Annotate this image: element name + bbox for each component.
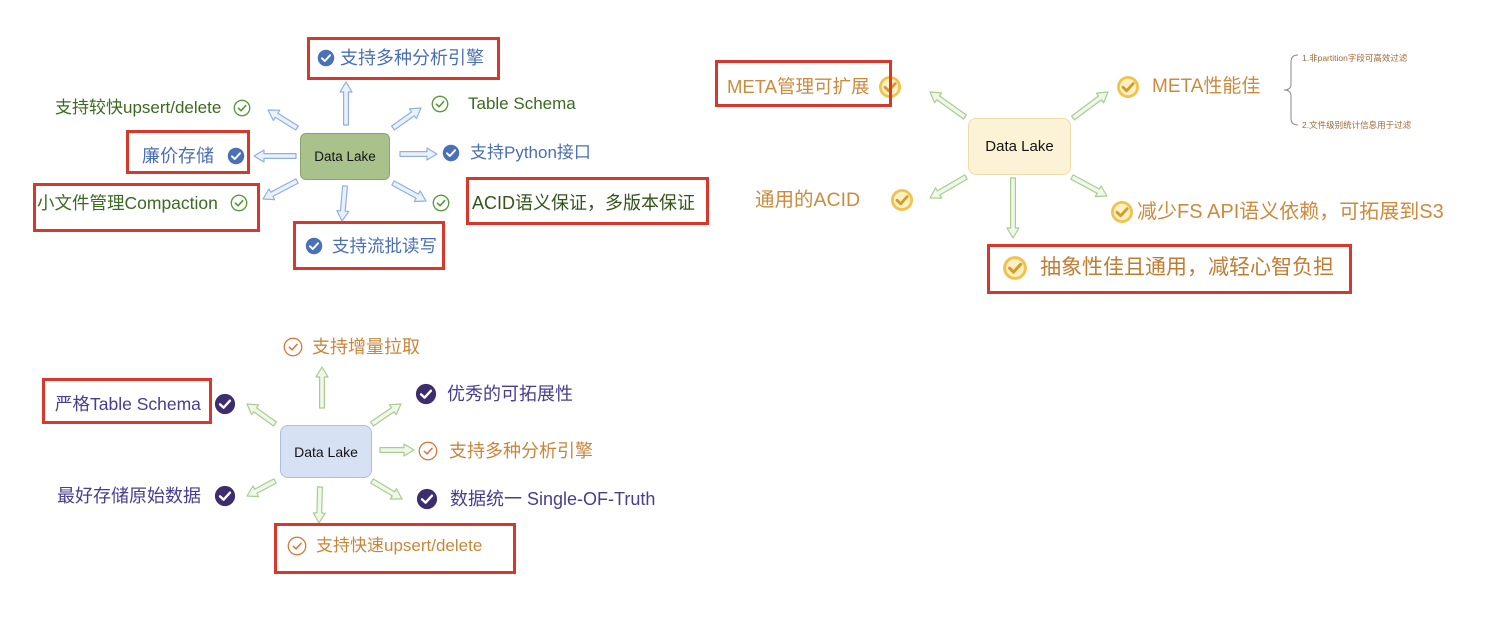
node-strict-schema: 严格Table Schema xyxy=(55,392,236,416)
arrow xyxy=(312,486,326,524)
center-node: Data Lake xyxy=(300,133,390,180)
center-label: Data Lake xyxy=(294,443,358,460)
node-label: 数据统一 Single-OF-Truth xyxy=(450,489,656,509)
arrow xyxy=(399,147,438,161)
node-label: 支持多种分析引擎 xyxy=(340,48,484,68)
arrow xyxy=(246,403,277,427)
node-label: 优秀的可拓展性 xyxy=(447,384,573,404)
check-circle-outline-icon xyxy=(418,441,438,461)
arrow xyxy=(391,107,422,131)
node-fs-api: 减少FS API语义依赖，可拓展到S3 xyxy=(1110,200,1444,224)
node-multi-engine: 支持多种分析引擎 xyxy=(418,439,593,463)
check-circle-icon xyxy=(890,188,915,212)
arrow xyxy=(929,174,968,199)
highlight-box xyxy=(293,221,445,270)
check-circle-icon xyxy=(1110,200,1134,224)
node-single-truth: 数据统一 Single-OF-Truth xyxy=(416,487,655,511)
check-circle-icon xyxy=(416,488,438,510)
highlight-box xyxy=(274,523,516,574)
node-label: 抽象性佳且通用，减轻心智负担 xyxy=(1040,256,1334,279)
check-circle-outline-icon xyxy=(233,99,251,117)
highlight-box xyxy=(126,130,250,174)
node-label: 支持较快upsert/delete xyxy=(55,98,222,117)
check-circle-icon xyxy=(213,393,236,415)
arrow xyxy=(262,178,299,201)
node-small-file-compaction: 小文件管理Compaction xyxy=(37,191,248,215)
node-label: 通用的ACID xyxy=(755,189,861,211)
node-general-acid: 通用的ACID xyxy=(755,188,915,212)
center-node: Data Lake xyxy=(968,118,1071,175)
highlight-box xyxy=(42,378,212,424)
center-label: Data Lake xyxy=(314,149,376,164)
arrow xyxy=(929,91,968,120)
node-raw-storage: 最好存储原始数据 xyxy=(57,484,236,508)
node-label: 支持增量拉取 xyxy=(312,337,420,357)
node-python-api: 支持Python接口 xyxy=(442,141,591,165)
node-meta-scalable: META管理可扩展 xyxy=(727,75,902,99)
arrow xyxy=(315,366,329,409)
node-fast-upsert: 支持较快upsert/delete xyxy=(55,96,251,120)
node-label: 小文件管理Compaction xyxy=(37,193,218,213)
node-meta-performance: META性能佳 xyxy=(1116,75,1260,99)
arrow xyxy=(253,149,297,163)
check-circle-outline-icon xyxy=(283,337,303,357)
check-circle-icon xyxy=(214,485,236,507)
node-label: 减少FS API语义依赖，可拓展到S3 xyxy=(1137,201,1444,223)
node-table-schema: Table Schema xyxy=(431,92,576,116)
arrow xyxy=(1070,91,1109,121)
node-stream-batch: 支持流批读写 xyxy=(305,234,437,258)
arrow xyxy=(1006,177,1020,239)
highlight-box xyxy=(33,183,260,232)
node-label: 最好存储原始数据 xyxy=(57,486,201,506)
node-multi-engine: 支持多种分析引擎 xyxy=(317,46,484,70)
check-circle-outline-icon xyxy=(432,194,450,212)
arrow xyxy=(370,478,403,500)
check-circle-outline-icon xyxy=(431,95,449,113)
center-label: Data Lake xyxy=(985,138,1054,155)
node-label: META管理可扩展 xyxy=(727,76,870,97)
node-label: 支持Python接口 xyxy=(470,143,591,162)
node-abstraction: 抽象性佳且通用，减轻心智负担 xyxy=(1002,255,1334,281)
highlight-box xyxy=(307,37,500,80)
arrow xyxy=(267,109,299,131)
center-node: Data Lake xyxy=(280,425,372,478)
node-label: ACID语义保证，多版本保证 xyxy=(472,193,696,213)
node-label: 廉价存储 xyxy=(142,146,214,166)
node-fast-upsert: 支持快速upsert/delete xyxy=(287,534,482,558)
brace xyxy=(1283,54,1299,126)
node-label: 支持快速upsert/delete xyxy=(316,536,483,555)
node-incremental-pull: 支持增量拉取 xyxy=(283,335,420,359)
node-label: META性能佳 xyxy=(1152,76,1261,97)
check-circle-icon xyxy=(442,144,460,162)
note-item: 2.文件级别统计信息用于过滤 xyxy=(1302,120,1412,130)
node-cheap-storage: 廉价存储 xyxy=(142,144,245,168)
node-label: 支持流批读写 xyxy=(332,236,437,256)
check-circle-icon xyxy=(1116,75,1140,99)
node-label: 支持多种分析引擎 xyxy=(449,441,593,461)
highlight-box xyxy=(987,244,1352,294)
arrow xyxy=(339,81,353,126)
note-item: 1.非partition字段可高效过滤 xyxy=(1302,53,1408,63)
arrow xyxy=(370,403,402,427)
arrow xyxy=(1070,174,1108,198)
node-extensibility: 优秀的可拓展性 xyxy=(415,382,573,406)
node-acid: ACID语义保证，多版本保证 xyxy=(432,191,695,215)
arrow xyxy=(391,180,427,203)
node-label: Table Schema xyxy=(468,94,576,113)
check-circle-icon xyxy=(415,383,437,405)
arrow xyxy=(336,185,350,222)
node-label: 严格Table Schema xyxy=(55,394,201,414)
highlight-box xyxy=(715,60,892,107)
highlight-box xyxy=(466,177,709,225)
arrow xyxy=(379,443,415,457)
arrow xyxy=(246,478,277,498)
